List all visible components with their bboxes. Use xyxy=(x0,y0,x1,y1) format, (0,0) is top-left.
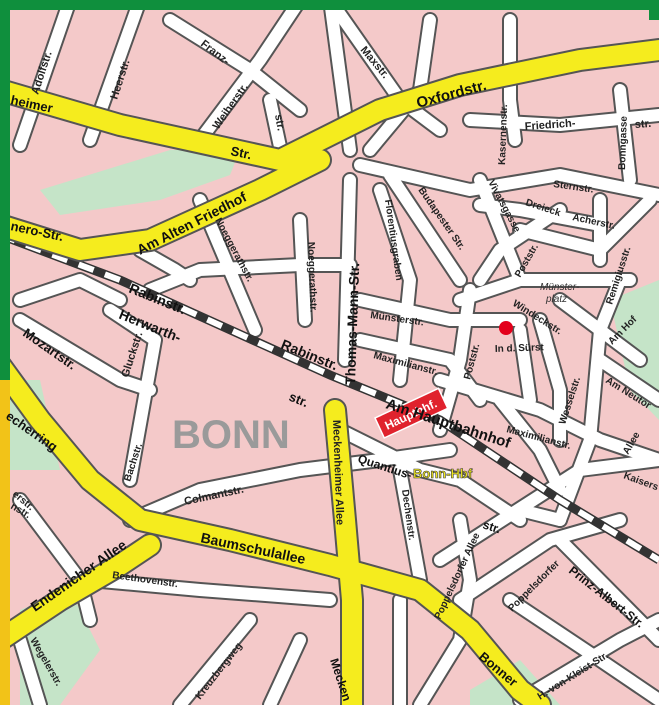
frame-right xyxy=(649,0,659,20)
label-noeggerathstr-2: Noeggerathstr. xyxy=(305,242,318,313)
minor-roads xyxy=(12,0,659,705)
frame-left-yellow xyxy=(0,380,10,705)
frame-left-green xyxy=(0,0,10,380)
main-roads xyxy=(0,38,659,705)
label-kasernenstr: Kasernenstr. xyxy=(497,104,510,165)
label-str-yellow: Str. xyxy=(229,143,253,162)
label-thomas-mann: Thomas-Mann-Str. xyxy=(342,262,362,385)
place-label-muensterplatz: Münster- platz xyxy=(540,282,582,305)
label-str-quantius: str. xyxy=(481,518,502,537)
station-name: Bonn-Hbf xyxy=(413,466,473,481)
location-marker-icon[interactable] xyxy=(499,321,513,335)
label-str-small: str. xyxy=(272,113,287,131)
city-label: BONN xyxy=(172,413,290,457)
label-bonngasse: Bonngasse xyxy=(617,115,630,170)
frame-top xyxy=(0,0,659,10)
label-friedrich: Friedrich- xyxy=(524,117,576,133)
label-str-herwarth: str. xyxy=(287,389,311,410)
label-str-right: str. xyxy=(634,118,651,131)
label-meckenheimer-allee: Meckenheimer Allee xyxy=(330,420,346,526)
label-in-d-suerst: In d. Sürst xyxy=(495,342,545,355)
railway-line xyxy=(0,230,659,564)
